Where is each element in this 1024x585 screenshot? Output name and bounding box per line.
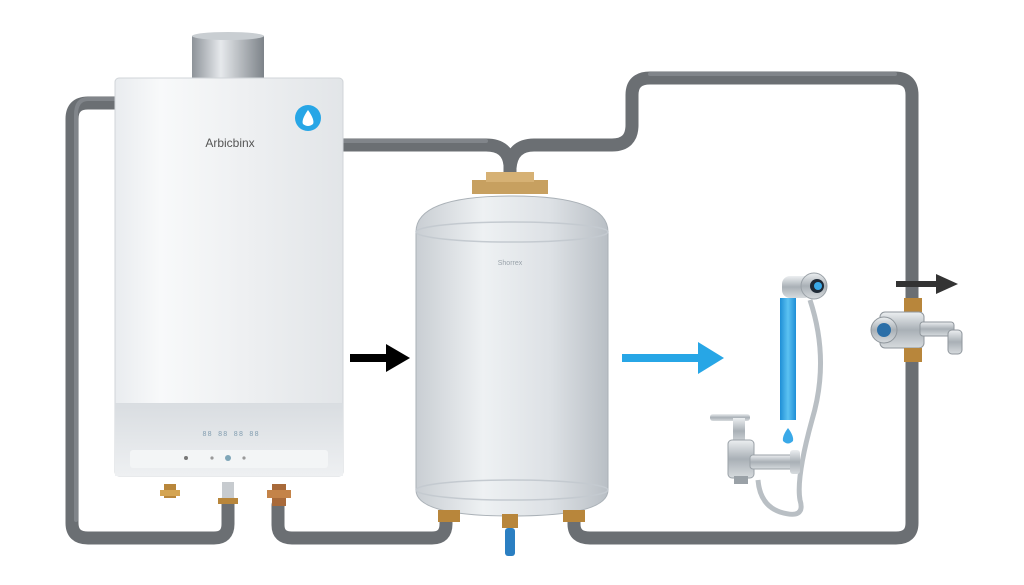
tank-brand-label: Shorrex xyxy=(497,260,523,267)
shower-head xyxy=(755,272,828,517)
storage-tank xyxy=(415,172,609,556)
faucet xyxy=(710,414,800,484)
pipe-heater-to-tank xyxy=(333,138,517,185)
heater-fittings xyxy=(160,482,291,506)
pipe-network xyxy=(65,71,919,545)
pipe-top-loop xyxy=(503,71,919,307)
tankless-water-heater xyxy=(114,77,344,506)
flow-arrow-outlet xyxy=(896,274,958,294)
flow-arrow-heater-to-tank xyxy=(350,344,410,372)
pipe-bottom-heater-to-tank xyxy=(271,498,453,545)
flow-arrow-tank-to-faucet xyxy=(622,342,724,374)
heater-brand-label: Arbicbinx xyxy=(205,136,255,150)
heater-control-panel-display: 88 88 88 88 xyxy=(202,430,260,438)
flue-pipe xyxy=(192,32,264,80)
outlet-valve xyxy=(870,298,963,362)
water-drop-icon xyxy=(295,105,321,131)
pipe-right-vertical xyxy=(567,353,919,545)
control-indicators xyxy=(184,455,246,461)
water-stream xyxy=(780,298,796,420)
water-drop xyxy=(782,428,794,444)
